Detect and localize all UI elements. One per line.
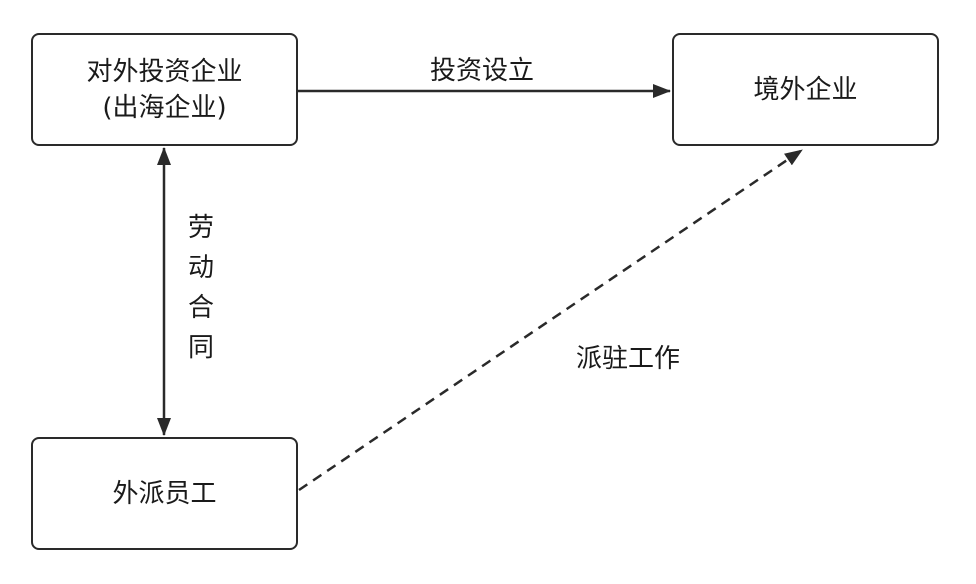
labor-contract-char: 劳 bbox=[187, 213, 214, 243]
invest-edge-label: 投资设立 bbox=[430, 56, 535, 86]
dispatched-employee-label: 外派员工 bbox=[112, 478, 217, 509]
overseas-company-node: 境外企业 bbox=[672, 33, 939, 146]
investor-company-subtitle: (出海企业) bbox=[102, 92, 227, 123]
dispatched-employee-node: 外派员工 bbox=[31, 437, 298, 550]
labor-contract-char: 同 bbox=[187, 333, 214, 363]
labor-contract-char: 动 bbox=[187, 253, 214, 283]
labor-contract-char: 合 bbox=[187, 293, 214, 323]
overseas-company-label: 境外企业 bbox=[753, 74, 858, 105]
investor-company-title: 对外投资企业 bbox=[86, 56, 243, 87]
dispatch-arrow bbox=[298, 148, 803, 492]
dispatch-edge-label: 派驻工作 bbox=[576, 344, 681, 374]
investor-company-node: 对外投资企业 (出海企业) bbox=[31, 33, 298, 146]
labor-contract-edge-label: 劳 动 合 同 bbox=[186, 208, 216, 368]
